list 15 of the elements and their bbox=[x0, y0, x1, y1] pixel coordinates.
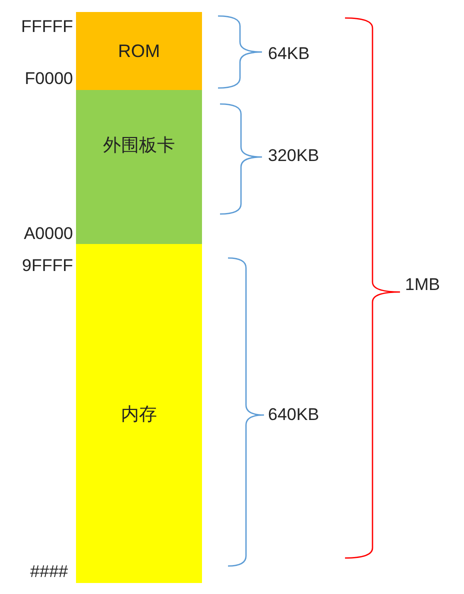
size-label: 64KB bbox=[268, 44, 310, 64]
memory-region-box bbox=[76, 12, 202, 90]
address-label: 9FFFF bbox=[22, 256, 73, 276]
address-label: #### bbox=[30, 562, 68, 582]
size-label: 1MB bbox=[405, 275, 440, 295]
region-label: 内存 bbox=[121, 402, 157, 426]
size-label: 640KB bbox=[268, 405, 320, 425]
memory-region-box bbox=[76, 90, 202, 244]
memory-region-box bbox=[76, 244, 202, 583]
size-label: 320KB bbox=[268, 146, 320, 166]
region-label: 外围板卡 bbox=[103, 134, 175, 157]
address-label: A0000 bbox=[24, 224, 73, 244]
region-label: ROM bbox=[118, 40, 160, 62]
address-label: FFFFF bbox=[21, 17, 73, 37]
address-label: F0000 bbox=[24, 69, 73, 89]
